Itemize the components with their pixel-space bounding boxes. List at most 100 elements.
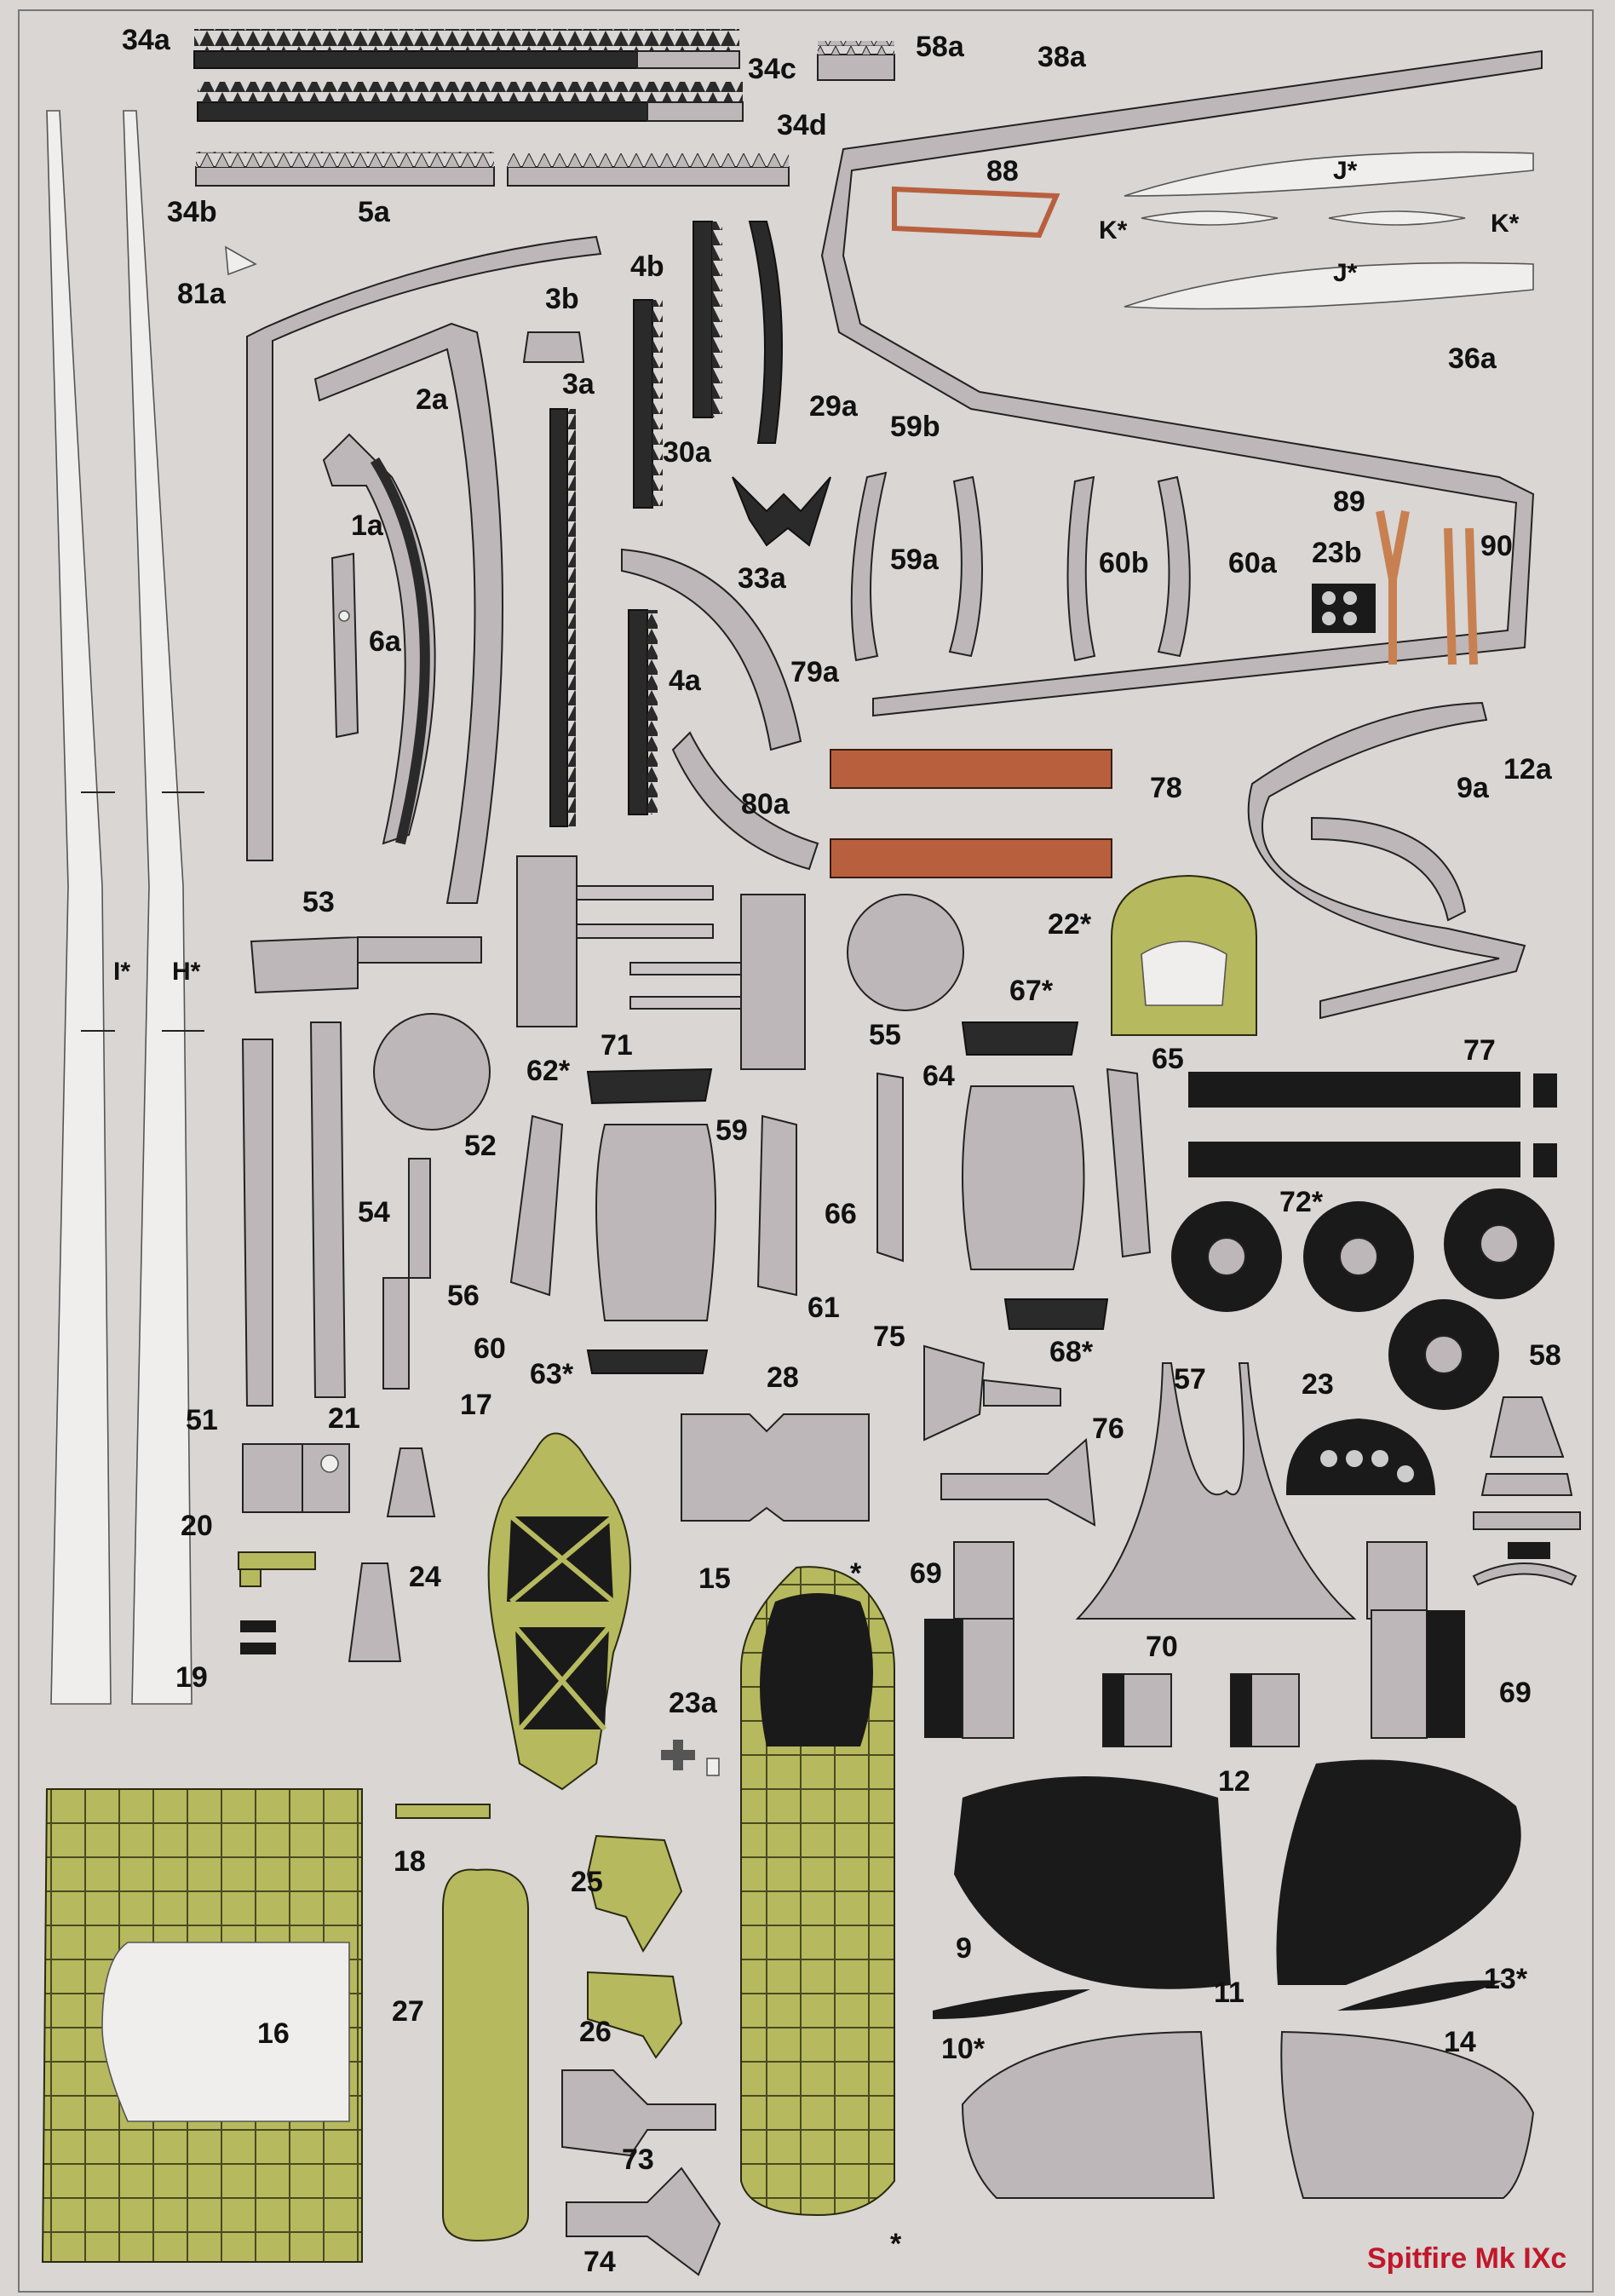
label-13-star: 13* xyxy=(1484,1963,1528,1995)
label-63-star: 63* xyxy=(530,1358,574,1390)
label-H-star: H* xyxy=(172,958,201,986)
label-3b: 3b xyxy=(545,283,579,315)
label-81a: 81a xyxy=(177,278,227,310)
part-74 xyxy=(566,2167,721,2276)
part-23b xyxy=(1312,584,1376,633)
part-12 xyxy=(1276,1759,1521,1985)
label-52: 52 xyxy=(464,1130,497,1162)
label-25: 25 xyxy=(571,1866,603,1898)
label-59b: 59b xyxy=(890,411,940,443)
label-66: 66 xyxy=(825,1198,857,1230)
label-58a: 58a xyxy=(916,31,965,63)
part-76 xyxy=(940,1437,1096,1527)
label-12a: 12a xyxy=(1503,753,1553,785)
label-9: 9 xyxy=(956,1932,972,1965)
part-10-star xyxy=(933,1989,1090,2019)
part-11 xyxy=(961,2030,1216,2199)
label-62-star: 62* xyxy=(526,1055,571,1087)
part-69-right xyxy=(1366,1541,1465,1739)
part-J-K-templates xyxy=(1124,151,1534,310)
part-34b xyxy=(195,152,495,187)
part-13-star xyxy=(1337,1980,1503,2011)
label-72-star: 72* xyxy=(1279,1186,1324,1218)
part-70 xyxy=(1102,1673,1300,1747)
part-75 xyxy=(923,1344,1061,1441)
part-58 xyxy=(1472,1396,1581,1586)
part-3b xyxy=(522,331,585,363)
part-34c xyxy=(197,82,744,122)
label-89: 89 xyxy=(1333,486,1365,518)
label-80a: 80a xyxy=(741,788,790,820)
label-34b: 34b xyxy=(167,196,217,228)
part-33a xyxy=(732,476,831,547)
sheet-title: Spitfire Mk IXc xyxy=(1367,2242,1566,2275)
label-69b: 69 xyxy=(1499,1677,1532,1709)
part-77 xyxy=(1188,1072,1557,1177)
label-5a: 5a xyxy=(358,196,391,228)
label-3a: 3a xyxy=(562,368,595,400)
label-23a: 23a xyxy=(669,1687,718,1719)
label-6a: 6a xyxy=(369,625,402,658)
label-19: 19 xyxy=(175,1661,208,1694)
label-4b: 4b xyxy=(630,250,664,283)
part-6a xyxy=(330,552,359,739)
part-51 xyxy=(241,1039,273,1407)
label-4a: 4a xyxy=(669,665,702,697)
part-34a xyxy=(193,29,740,69)
part-H-star xyxy=(123,110,204,1705)
label-J2: J* xyxy=(1333,259,1358,287)
part-88 xyxy=(892,186,1060,239)
label-24: 24 xyxy=(409,1561,441,1593)
part-61 xyxy=(756,1114,797,1297)
label-76: 76 xyxy=(1092,1413,1124,1445)
part-3a xyxy=(549,408,576,827)
label-I-star: I* xyxy=(113,958,130,986)
label-55: 55 xyxy=(869,1019,901,1051)
label-9a: 9a xyxy=(1457,772,1490,804)
label-J1: J* xyxy=(1333,157,1358,185)
label-20: 20 xyxy=(181,1510,213,1542)
label-67-star: 67* xyxy=(1009,975,1054,1007)
part-15 xyxy=(740,1566,895,2217)
label-17: 17 xyxy=(460,1389,492,1421)
part-65 xyxy=(1106,1067,1152,1258)
part-17 xyxy=(487,1432,631,1791)
label-33a: 33a xyxy=(738,562,787,595)
part-I-star xyxy=(46,110,115,1705)
label-53: 53 xyxy=(302,886,335,918)
label-61: 61 xyxy=(808,1292,840,1324)
label-1a: 1a xyxy=(351,509,384,542)
label-74: 74 xyxy=(583,2246,616,2278)
label-star-b: * xyxy=(890,2228,902,2260)
part-56 xyxy=(382,1158,431,1390)
part-71 xyxy=(516,855,806,1070)
part-64 xyxy=(962,1085,1085,1270)
label-11: 11 xyxy=(1214,1977,1244,2009)
part-63-star xyxy=(586,1349,709,1374)
label-12: 12 xyxy=(1218,1765,1250,1798)
label-34a: 34a xyxy=(122,24,171,56)
part-2a xyxy=(313,322,503,904)
label-34c: 34c xyxy=(748,53,796,85)
part-60a xyxy=(1157,475,1191,658)
part-24 xyxy=(348,1447,436,1662)
label-58: 58 xyxy=(1529,1339,1561,1372)
part-1a xyxy=(322,433,436,845)
part-labels: 34a 34c 58a 38a 34d 34b 88 J* K* K* J* 5… xyxy=(113,24,1561,2278)
part-9a xyxy=(1311,816,1467,922)
label-65: 65 xyxy=(1152,1043,1184,1075)
part-23 xyxy=(1286,1418,1435,1495)
label-56: 56 xyxy=(447,1280,480,1312)
label-21: 21 xyxy=(328,1402,360,1435)
label-star-a: * xyxy=(850,1557,862,1590)
part-90 xyxy=(1444,527,1478,665)
part-57 xyxy=(1075,1362,1357,1620)
part-53 xyxy=(250,935,482,994)
part-52 xyxy=(373,1013,491,1131)
part-4a xyxy=(628,609,658,815)
part-73 xyxy=(561,2069,716,2157)
part-23a xyxy=(661,1740,720,1776)
part-14 xyxy=(1280,2030,1535,2199)
part-58a xyxy=(817,41,895,81)
